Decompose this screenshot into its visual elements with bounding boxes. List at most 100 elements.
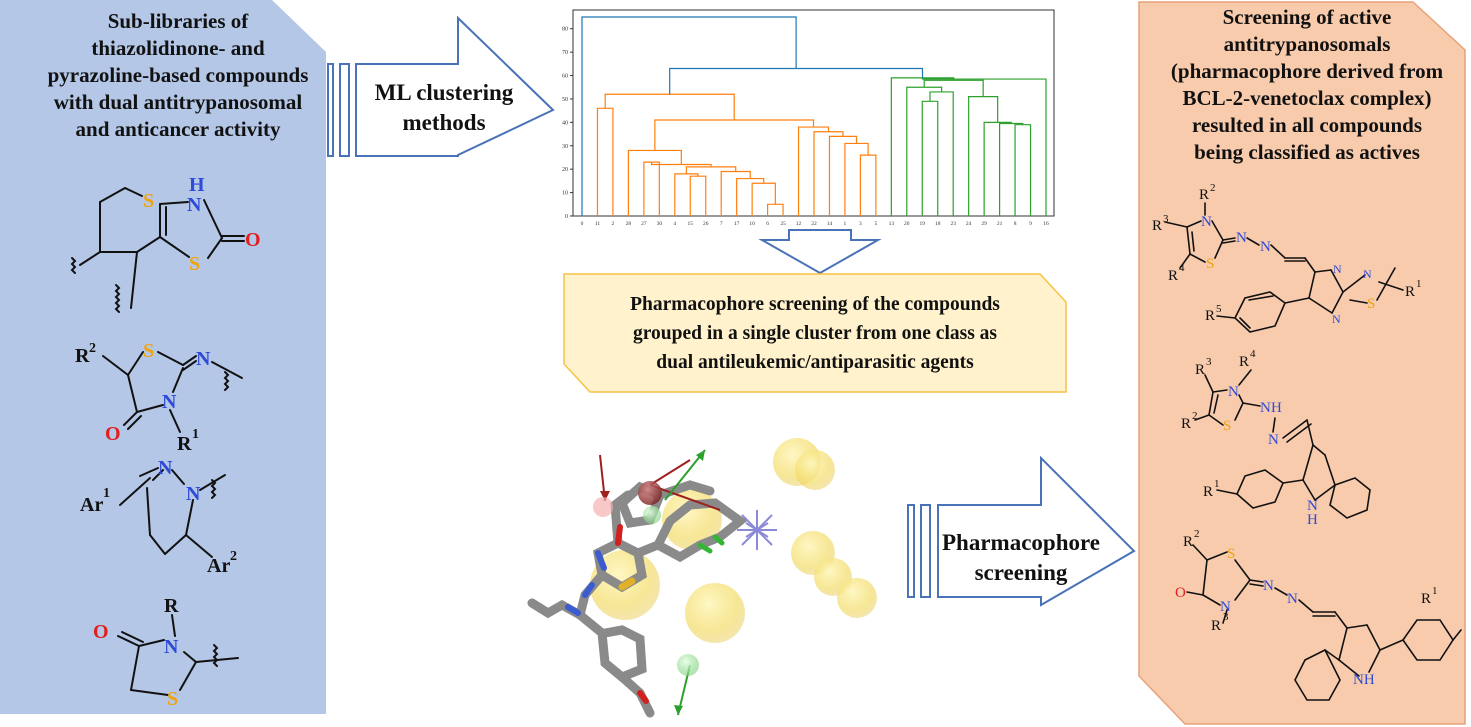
dendrogram-link (859, 154, 877, 216)
exclusion-star (737, 510, 777, 550)
m1-n-imidazole: N (1332, 312, 1341, 326)
dendrogram-y-tick-label: 70 (562, 50, 568, 56)
dendrogram-x-tick-label: 25 (780, 221, 786, 227)
m3-n-ring: N (1220, 599, 1231, 615)
m3-oxygen: O (1175, 585, 1186, 601)
struct2-sulfur: S (143, 340, 154, 362)
m1-n-ring: N (1201, 214, 1212, 230)
m1-r5-sup: 5 (1216, 303, 1222, 315)
m3-r1: R (1421, 591, 1431, 607)
m3-r3: R (1211, 618, 1221, 634)
struct2-oxygen: O (105, 423, 121, 445)
dendrogram-link (828, 135, 858, 216)
m1-s-ring: S (1206, 256, 1214, 272)
callout-line: dual antileukemic/antiparasitic agents (656, 352, 974, 373)
dendrogram-x-tick-label: 2 (612, 221, 615, 227)
dendrogram-y-tick-label: 20 (562, 167, 568, 173)
dendrogram-link (844, 142, 869, 216)
m2-r1-sup: 1 (1214, 478, 1220, 490)
dendrogram-x-tick-label: 9 (1029, 221, 1032, 227)
right-panel-shape (1138, 1, 1466, 725)
pharmacophore-callout-text: Pharmacophore screening of the compounds… (568, 290, 1062, 377)
dendrogram-link (983, 121, 1012, 216)
dendrogram-x-tick-label: 19 (920, 221, 926, 227)
dendrogram-link (999, 122, 1024, 216)
m3-indole-nh: NH (1353, 672, 1375, 688)
right-title-line: (pharmacophore derived from (1170, 59, 1444, 83)
m1-r4-sup: 4 (1179, 262, 1185, 274)
right-title-line: antitrypanosomals (1223, 32, 1391, 56)
dendrogram-link (921, 100, 939, 216)
struct1-sulfur: S (143, 190, 154, 212)
m2-indole-n: N (1307, 498, 1318, 514)
struct3-ar1-sup: 1 (103, 486, 110, 501)
dendrogram-x-tick-label: 14 (827, 221, 833, 227)
left-title-line: Sub-libraries of (107, 9, 249, 33)
callout-line: grouped in a single cluster from one cla… (632, 323, 998, 344)
dendrogram-link (767, 203, 784, 216)
m3-sulfur: S (1227, 546, 1235, 562)
dendrogram-x-tick-label: 17 (734, 221, 740, 227)
dendrogram-x-tick-label: 22 (811, 221, 817, 227)
m3-n-hydrazone-2: N (1287, 591, 1298, 607)
right-title-line: resulted in all compounds (1191, 113, 1423, 137)
dendrogram-y-tick-label: 60 (562, 74, 568, 80)
dendrogram-y-tick-label: 10 (562, 191, 568, 197)
dendrogram-x-tick-label: 12 (796, 221, 802, 227)
m1-r5: R (1205, 308, 1215, 324)
dendrogram-x-tick-label: 27 (641, 221, 647, 227)
clustering-arrow (327, 15, 555, 157)
arrow2-label-line: screening (974, 560, 1068, 585)
right-title-line: BCL-2-venetoclax complex) (1182, 86, 1432, 110)
m1-r1: R (1405, 284, 1415, 300)
m1-s-thiadiazole: S (1367, 296, 1375, 312)
left-title-line: and anticancer activity (75, 117, 281, 141)
dendrogram-x-tick-label: 10 (749, 221, 755, 227)
struct3-nitrogen-2: N (186, 483, 201, 505)
callout-line: Pharmacophore screening of the compounds (630, 294, 1000, 315)
left-title-line: thiazolidinone- and (91, 36, 265, 60)
m1-n-hydrazone-1: N (1236, 230, 1247, 246)
m2-s-ring: S (1223, 418, 1231, 434)
dendrogram-x-tick-label: 11 (595, 221, 601, 227)
m2-r4-sup: 4 (1250, 348, 1256, 360)
dendrogram-x-tick-label: 6 (766, 221, 769, 227)
left-structures: S N H O S R 2 S N N O R 1 Ar 1 N N Ar 2 … (70, 174, 261, 710)
struct3-ar2: Ar (207, 555, 230, 577)
pharmacophore-screening-arrow (907, 455, 1136, 607)
clustering-arrow-label: ML clustering methods (358, 78, 530, 138)
dendrogram-x-tick-label: 15 (688, 221, 694, 227)
dendrogram-x-tick-label: 18 (935, 221, 941, 227)
struct3-nitrogen-1: N (158, 457, 173, 479)
right-title-line: being classified as actives (1194, 140, 1420, 164)
dendrogram-link (654, 119, 815, 151)
dendrogram-link (929, 91, 954, 216)
dendrogram-x-tick-label: 7 (720, 221, 723, 227)
struct2-r2: R (75, 345, 90, 367)
dendrogram-x-tick-label: 30 (657, 221, 663, 227)
m3-r3-sup: 3 (1223, 611, 1229, 623)
m2-n-ring: N (1228, 384, 1239, 400)
dendrogram-link (736, 177, 765, 216)
pharmacophore-3d-model (527, 438, 877, 718)
dendrogram-link (674, 173, 699, 216)
dendrogram-x-tick-label: 26 (703, 221, 709, 227)
m1-bonds (1164, 202, 1404, 333)
dendrogram-y-tick-label: 50 (562, 97, 568, 103)
m2-r1: R (1203, 484, 1213, 500)
struct1-hydrogen: H (189, 174, 205, 196)
dendrogram-x-tick-label: 20 (904, 221, 910, 227)
left-panel-shape (0, 0, 326, 714)
m2-r2: R (1181, 416, 1191, 432)
struct1-bonds (70, 187, 245, 313)
m2-bonds (1194, 369, 1371, 519)
right-structures: R 2 R 3 R 4 R 5 R 1 N S N N N N N S R 3 … (1152, 182, 1462, 701)
dendrogram-link (968, 96, 999, 216)
m1-r3-sup: 3 (1163, 213, 1169, 225)
dendrogram-x-tick-label: 4 (673, 221, 676, 227)
dendrogram-x-tick-label: 16 (1043, 221, 1049, 227)
dendrogram-link (921, 77, 1047, 216)
dendrogram-link (1014, 124, 1032, 216)
dendrogram-y-tick-label: 30 (562, 144, 568, 150)
arrow1-label-line: ML clustering (374, 80, 514, 105)
